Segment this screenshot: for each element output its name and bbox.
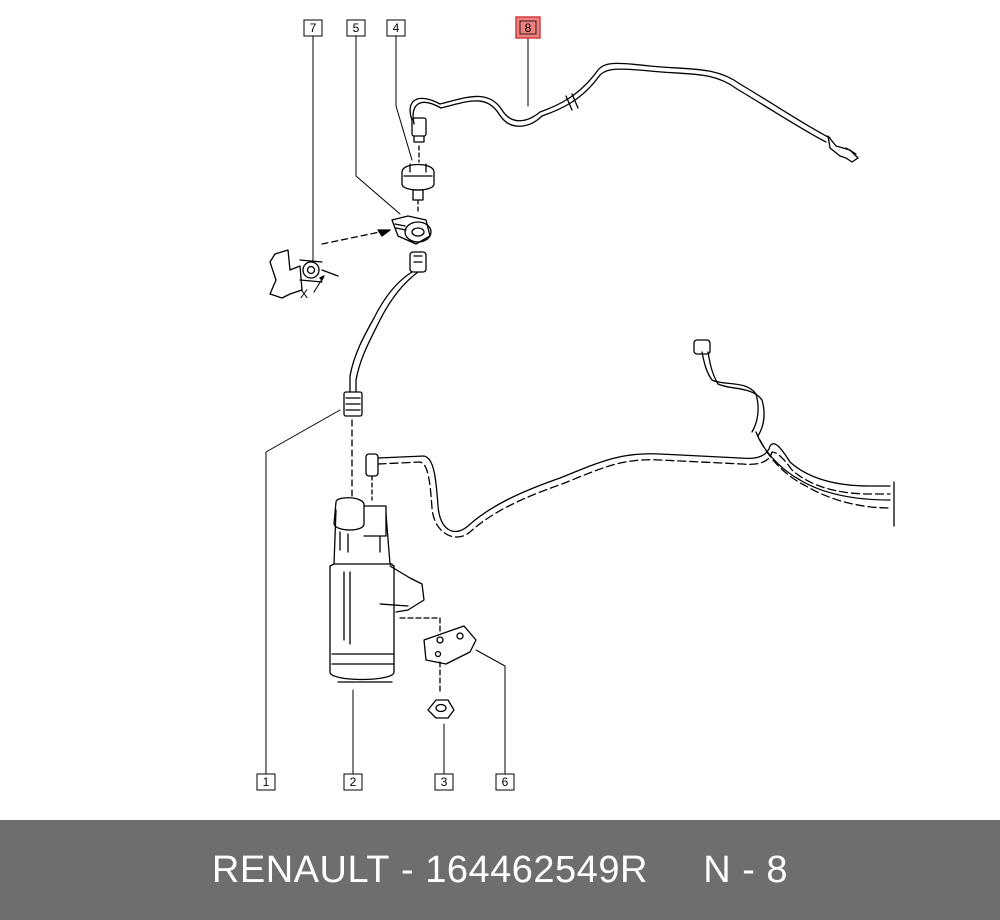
callout-5: 5: [346, 19, 366, 37]
callout-7: 7: [303, 19, 323, 37]
callout-2: 2: [343, 773, 363, 791]
exploded-parts-diagram: 7 5 4 8 1 2 3 6 X: [256, 16, 895, 791]
hose-part-8: [409, 62, 859, 163]
callout-1: 1: [256, 773, 276, 791]
bracket-part-5: [391, 215, 432, 245]
callout-label: 3: [441, 775, 448, 789]
callout-box: [256, 773, 276, 791]
bracket-part-7: [269, 249, 339, 299]
callout-box: [346, 19, 366, 37]
callout-box: [434, 773, 454, 791]
leader-lines: [265, 35, 529, 775]
hose-part-1: [343, 251, 427, 417]
callout-box: [343, 773, 363, 791]
callout-label: 5: [353, 21, 360, 35]
separator: -: [389, 848, 426, 891]
callout-box: [303, 19, 323, 37]
nut-part-3: [427, 699, 455, 719]
callout-label: 4: [393, 21, 400, 35]
vapor-lines: [365, 339, 895, 538]
footer-banner: RENAULT - 164462549R N - 8: [0, 820, 1000, 920]
callout-3: 3: [434, 773, 454, 791]
callout-label: 7: [310, 21, 317, 35]
callout-box-highlighted: [515, 16, 541, 39]
callout-8-highlighted: 8: [515, 16, 541, 39]
callout-label: 2: [350, 775, 357, 789]
canister-part-2: [329, 497, 425, 683]
footer-gap: [648, 849, 703, 892]
callout-4: 4: [386, 19, 406, 37]
callout-label: 6: [502, 775, 509, 789]
brand-name: RENAULT: [211, 848, 390, 891]
plate-part-6: [423, 625, 477, 665]
x-mark-label: X: [300, 287, 308, 301]
callout-box: [386, 19, 406, 37]
callout-label: 1: [263, 775, 270, 789]
callout-box: [495, 773, 515, 791]
valve-part-4: [401, 117, 435, 215]
reference-label: N - 8: [703, 848, 789, 891]
callout-label: 8: [525, 21, 532, 35]
part-number: 164462549R: [425, 848, 648, 891]
callout-6: 6: [495, 773, 515, 791]
